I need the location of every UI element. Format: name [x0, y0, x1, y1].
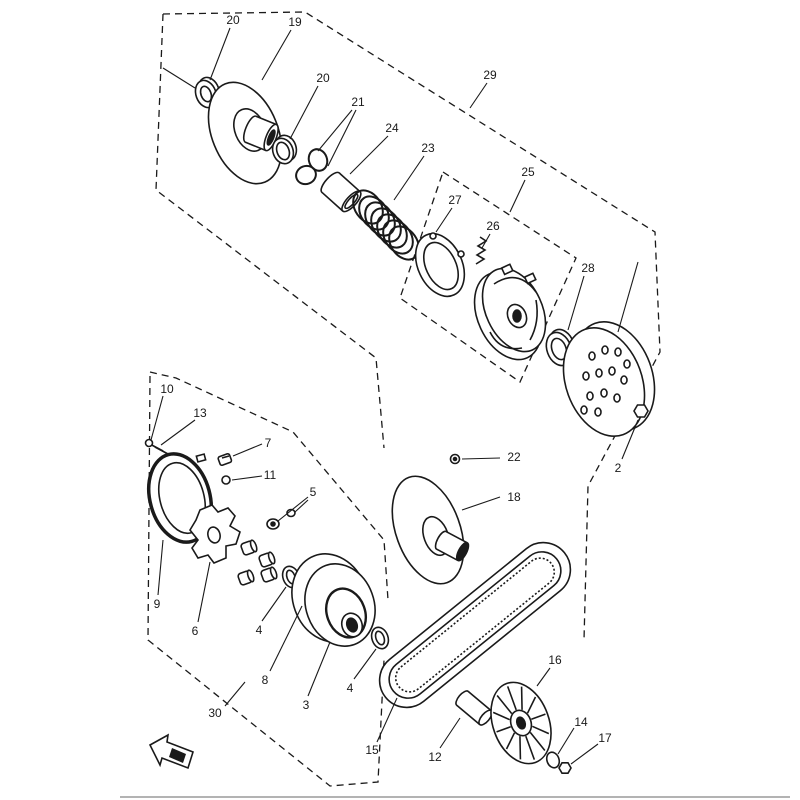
part-7-slider — [217, 453, 233, 467]
callout-part-20-b: 20 — [316, 71, 330, 85]
callout-part-6: 6 — [192, 624, 199, 638]
callout-part-2: 2 — [615, 461, 622, 475]
part-26-small-spring — [475, 236, 488, 265]
assembly-outline-30 — [147, 371, 389, 787]
forward-arrow-icon — [148, 733, 194, 770]
callout-part-23: 23 — [421, 141, 435, 155]
part-5-sliders — [266, 508, 296, 530]
callout-part-10: 10 — [160, 382, 174, 396]
part-25-clutch-assembly — [473, 263, 547, 361]
callout-part-19: 19 — [288, 15, 302, 29]
callout-part-13: 13 — [193, 406, 207, 420]
assembly-outline-29 — [155, 11, 661, 641]
callout-part-24: 24 — [385, 121, 399, 135]
part-22-bolt — [449, 453, 461, 465]
part-11-small-piece — [221, 475, 231, 485]
callout-part-22: 22 — [507, 450, 521, 464]
part-15-v-belt — [378, 541, 572, 709]
part-16-fins — [492, 686, 550, 760]
part-21-o-rings — [295, 148, 329, 186]
part-28-bearing — [545, 328, 576, 367]
callout-part-30: 30 — [208, 706, 222, 720]
callout-part-25: 25 — [521, 165, 535, 179]
callout-part-4-a: 4 — [256, 623, 263, 637]
part-12-collar-sleeve — [455, 690, 493, 726]
part-27-plate — [414, 232, 466, 298]
callout-part-28: 28 — [581, 261, 595, 275]
callout-part-17: 17 — [598, 731, 612, 745]
part-18-fixed-sheave — [391, 475, 470, 585]
part-16-fan-pulley — [490, 681, 552, 765]
callout-part-15: 15 — [365, 743, 379, 757]
pointer-line — [162, 67, 196, 89]
callout-part-5: 5 — [310, 485, 317, 499]
part-3-movable-sheave — [291, 553, 376, 647]
part-6-cam-plate-hole — [207, 526, 221, 544]
callout-part-16: 16 — [548, 653, 562, 667]
part-10-13-screws — [144, 438, 169, 455]
callout-part-8: 8 — [262, 673, 269, 687]
callout-part-9: 9 — [154, 597, 161, 611]
part-24-collar — [320, 171, 362, 213]
callout-part-26: 26 — [486, 219, 500, 233]
part-14-washer — [545, 751, 561, 769]
callout-part-21: 21 — [351, 95, 365, 109]
part-roller-weights — [237, 539, 278, 586]
part-19-sliding-sheave — [207, 81, 283, 185]
callout-part-3: 3 — [303, 698, 310, 712]
part-2-nut — [633, 404, 649, 418]
callout-part-18: 18 — [507, 490, 521, 504]
part-clutch-housing — [562, 320, 656, 438]
callout-part-27: 27 — [448, 193, 462, 207]
callout-part-29: 29 — [483, 68, 497, 82]
assembly-outline-25 — [399, 171, 577, 383]
part-17-nut — [558, 761, 572, 775]
part-20-ring-middle — [271, 134, 298, 165]
part-4-ring-right — [370, 626, 390, 650]
part-23-compression-spring — [352, 189, 420, 261]
callout-part-4-b: 4 — [347, 681, 354, 695]
callout-part-7: 7 — [265, 436, 272, 450]
callout-part-20-a: 20 — [226, 13, 240, 27]
callout-part-11: 11 — [264, 468, 277, 482]
leader-lines — [150, 27, 639, 765]
callout-part-12: 12 — [428, 750, 442, 764]
callout-part-14: 14 — [574, 715, 588, 729]
